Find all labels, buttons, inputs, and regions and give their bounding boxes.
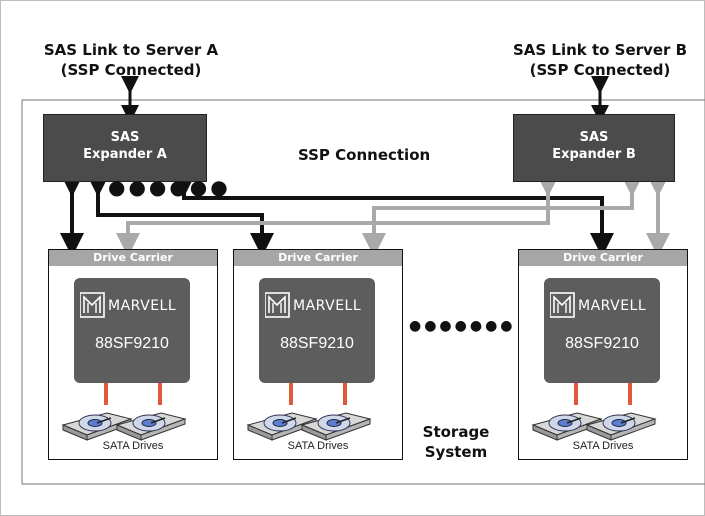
- part-number: 88SF9210: [280, 335, 354, 352]
- server-b-title: SAS Link to Server B: [512, 41, 688, 59]
- drive-carrier-header: Drive Carrier: [519, 250, 687, 266]
- expander-b-line2: Expander B: [552, 147, 636, 162]
- expander-a-line1: SAS: [110, 130, 140, 145]
- drive-carrier-header: Drive Carrier: [49, 250, 217, 266]
- expb-carrier2-link: [362, 173, 644, 257]
- marvell-logo-icon: [265, 292, 290, 318]
- storage-system-label: Storage System: [396, 422, 516, 462]
- sata-drives-graphic: [246, 383, 372, 441]
- hard-drive-icon: [531, 412, 603, 441]
- expander-b-line1: SAS: [579, 130, 609, 145]
- more-carriers-dots: ●●●●●●●: [409, 318, 516, 334]
- server-a-link-label: SAS Link to Server A (SSP Connected): [26, 40, 236, 80]
- marvell-logo-icon: [80, 292, 105, 318]
- hard-drive-icon: [300, 412, 372, 441]
- drive-carrier: Drive Carrier MARVELL 88SF9210: [518, 249, 688, 460]
- sata-drives-label: SATA Drives: [287, 440, 349, 452]
- drive-carrier-header: Drive Carrier: [234, 250, 402, 266]
- drive-carrier: Drive Carrier MARVELL 88SF9210: [233, 249, 403, 460]
- ssp-connection-label: SSP Connection: [298, 146, 431, 164]
- marvell-chip: MARVELL 88SF9210: [259, 278, 375, 383]
- brand-name: MARVELL: [108, 298, 177, 314]
- server-a-subtitle: (SSP Connected): [60, 61, 202, 79]
- server-b-subtitle: (SSP Connected): [529, 61, 671, 79]
- storage-line2: System: [424, 443, 488, 461]
- hard-drive-icon: [115, 412, 187, 441]
- storage-system-boundary: [21, 99, 705, 485]
- part-number: 88SF9210: [95, 335, 169, 352]
- brand-name: MARVELL: [293, 298, 362, 314]
- sata-drives-graphic: [531, 383, 657, 441]
- part-number: 88SF9210: [565, 335, 639, 352]
- sas-expander-a: SAS Expander A: [43, 114, 207, 182]
- hard-drive-icon: [585, 412, 657, 441]
- marvell-chip: MARVELL 88SF9210: [74, 278, 190, 383]
- more-links-dots: ●●●●●●: [108, 175, 231, 199]
- marvell-logo-icon: [550, 292, 575, 318]
- server-a-title: SAS Link to Server A: [43, 41, 219, 59]
- marvell-chip: MARVELL 88SF9210: [544, 278, 660, 383]
- expander-a-line2: Expander A: [83, 147, 167, 162]
- drive-carrier: Drive Carrier MARVELL 88SF9210: [48, 249, 218, 460]
- sata-drives-label: SATA Drives: [102, 440, 164, 452]
- server-b-link-label: SAS Link to Server B (SSP Connected): [495, 40, 705, 80]
- sas-expander-b: SAS Expander B: [513, 114, 675, 182]
- brand-name: MARVELL: [578, 298, 647, 314]
- storage-line1: Storage: [422, 423, 490, 441]
- sata-drives-label: SATA Drives: [572, 440, 634, 452]
- hard-drive-icon: [246, 412, 318, 441]
- sata-drives-graphic: [61, 383, 187, 441]
